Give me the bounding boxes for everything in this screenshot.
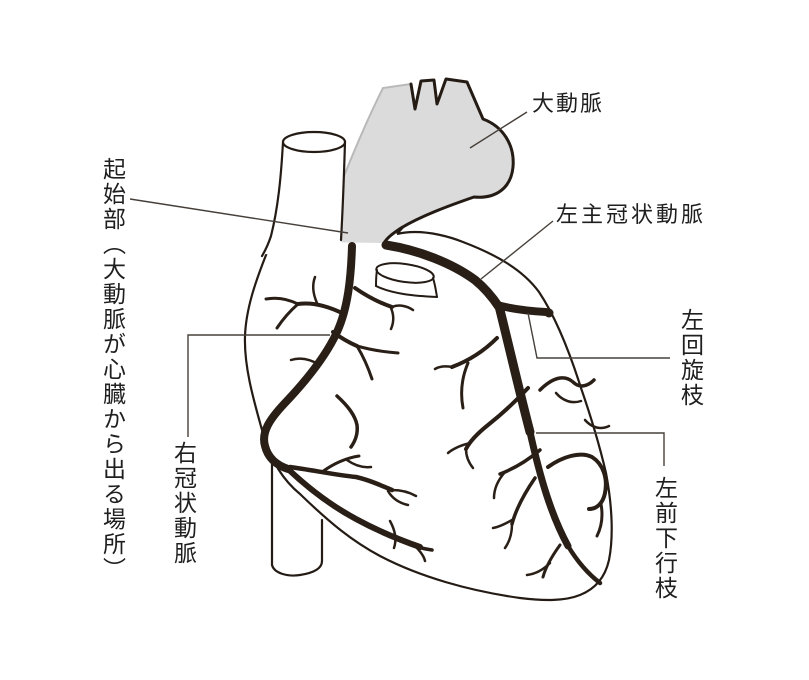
svc-right-edge [339, 140, 347, 242]
pulmonary-stump [375, 262, 438, 298]
label-aorta: 大動脈 [532, 92, 605, 117]
label-right-coronary: 右冠状動脈 [169, 441, 196, 566]
leader-left-main [480, 220, 554, 280]
leader-lad [536, 432, 665, 466]
ivc-bottom-edge [270, 559, 324, 577]
right-coronary-artery [260, 242, 434, 563]
label-left-circumflex: 左回旋枝 [676, 308, 703, 408]
left-main-coronary-artery [381, 240, 504, 312]
aorta-shape [319, 77, 515, 245]
leader-circumflex [527, 312, 670, 359]
aorta-outline [382, 77, 515, 245]
svc-left-edge [260, 140, 285, 258]
label-left-main-coronary: 左主冠状動脈 [556, 203, 707, 228]
leader-rca [187, 334, 330, 437]
label-origin-annotation: 起始部（大動脈が心臓から出る場所） [98, 157, 125, 582]
coronary-arteries [260, 240, 611, 586]
leader-origin [129, 198, 349, 234]
stump-opening [375, 262, 435, 284]
leader-aorta [469, 111, 528, 149]
left-anterior-descending-branch [433, 301, 611, 586]
svc-opening [281, 130, 347, 154]
svc-vessel [260, 130, 347, 258]
svc-body [263, 142, 345, 255]
leader-lines [129, 111, 670, 466]
stump-bottom-edge [375, 285, 438, 298]
stump-right-edge [432, 277, 438, 298]
stump-left-edge [375, 269, 378, 287]
label-left-anterior-descending: 左前下行枝 [650, 476, 677, 601]
